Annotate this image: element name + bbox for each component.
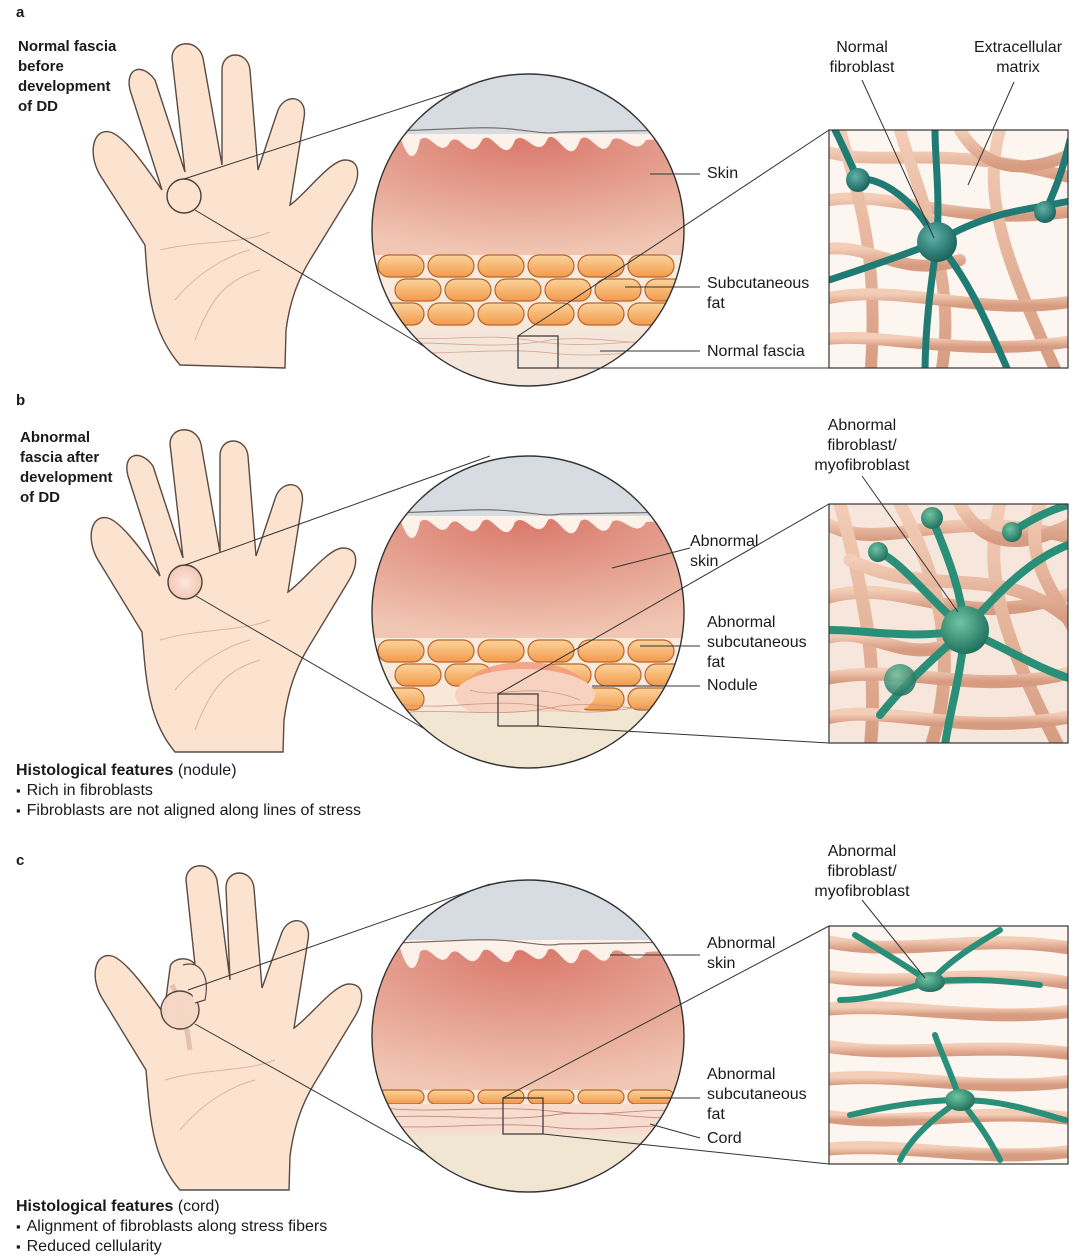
feature-item: Reduced cellularity [16, 1237, 327, 1257]
micro-view-a [829, 130, 1068, 368]
panel-letter-b: b [16, 392, 26, 409]
fat-cells-c [377, 1089, 675, 1105]
micro-view-c [829, 926, 1068, 1164]
label-skin-c: Abnormal skin [707, 935, 776, 972]
hand-illustration-b [90, 429, 357, 753]
label-fibroblast-b: Abnormal fibroblast/ myofibroblast [814, 417, 910, 474]
cross-section-b [372, 456, 684, 768]
label-fibroblast-a: Normal fibroblast [829, 39, 895, 76]
hand-caption-b: Abnormal fascia after development of DD [20, 429, 113, 506]
label-matrix-a: Extracellular matrix [973, 39, 1063, 76]
label-skin-a: Skin [707, 165, 739, 182]
label-fibroblast-c: Abnormal fibroblast/ myofibroblast [814, 843, 910, 900]
hand-illustration-c [94, 865, 363, 1191]
panel-b [90, 429, 1069, 769]
label-skin-b: Abnormal skin [690, 533, 759, 570]
label-fat-b: Abnormal subcutaneous fat [707, 614, 807, 671]
cross-section-a [372, 74, 684, 386]
panel-c [94, 865, 1069, 1193]
label-fascia-a: Normal fascia [707, 343, 805, 360]
feature-item: Fibroblasts are not aligned along lines … [16, 801, 361, 821]
panel-a [92, 43, 1069, 387]
panel-letter-a: a [16, 4, 25, 21]
feature-item: Rich in fibroblasts [16, 781, 361, 801]
panel-letter-c: c [16, 852, 25, 869]
label-fascia-c: Cord [707, 1130, 742, 1147]
label-fat-a: Subcutaneous fat [707, 275, 810, 312]
feature-item: Alignment of fibroblasts along stress fi… [16, 1217, 328, 1237]
label-fascia-b: Nodule [707, 677, 758, 694]
features-qualifier-b: (nodule) [177, 762, 237, 779]
hand-caption-a: Normal fascia before development of DD [18, 38, 117, 115]
features-qualifier-c: (cord) [177, 1198, 220, 1215]
hand-illustration-a [92, 43, 359, 369]
features-heading-b: Histological features [16, 762, 174, 779]
features-c: Histological features (cord) Alignment o… [16, 1197, 327, 1257]
label-fat-c: Abnormal subcutaneous fat [707, 1066, 807, 1123]
micro-view-b [829, 504, 1068, 743]
features-b: Histological features (nodule) Rich in f… [16, 761, 361, 821]
features-heading-c: Histological features [16, 1198, 174, 1215]
